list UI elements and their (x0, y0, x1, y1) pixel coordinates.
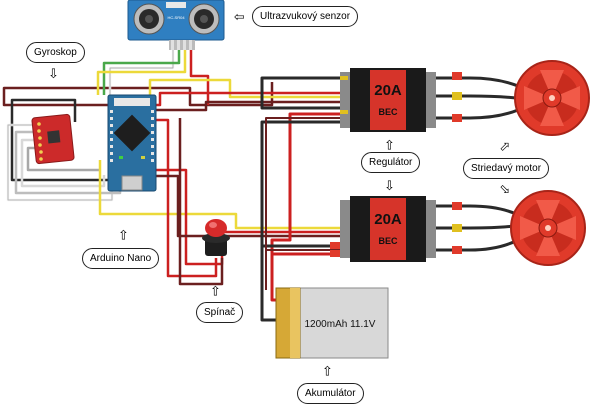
arrow-battery: ⇩ (322, 363, 333, 378)
wire-gyro-grey-3 (20, 138, 106, 188)
switch-button (202, 219, 230, 256)
esc-bottom-bec: BEC (378, 236, 398, 246)
gyroscope-module (31, 113, 75, 165)
arrow-gyroscope: ⇩ (48, 66, 59, 81)
label-ultrasonic-sensor: Ultrazvukový senzor (252, 6, 359, 27)
wire-dark-red-esc2 (150, 174, 358, 238)
wire-esc1-motor-c (436, 108, 519, 120)
arrow-regulator-up: ⇩ (384, 137, 395, 152)
wire-black-gyro-loop (10, 98, 108, 182)
esc-top: 20A BEC (340, 68, 436, 132)
label-switch: Spínač (196, 302, 244, 323)
motor-top (514, 60, 590, 136)
wire-esc2-motor-b (436, 224, 515, 230)
wire-battery-connector-black (260, 290, 276, 322)
wires (2, 50, 519, 322)
wire-yellow-esc2 (98, 160, 358, 230)
ultrasonic-sensor: HC-SR04 (127, 0, 225, 50)
wire-sensor-red (189, 50, 210, 105)
label-motor: Striedavý motor (463, 158, 550, 179)
arrow-arduino-nano: ⇩ (118, 227, 129, 242)
wire-sensor-grey-edge (109, 50, 174, 95)
arrow-regulator-down: ⇩ (384, 178, 395, 193)
wire-battery-red-2 (270, 252, 340, 290)
battery: 1200mAh 11.1V (275, 287, 389, 359)
arrow-ultrasonic-sensor: ⇩ (231, 11, 247, 23)
wire-red-switch (150, 118, 218, 278)
wire-dark-red-outer (2, 82, 274, 107)
esc-top-connectors (452, 72, 462, 122)
wire-battery-darkred-top (260, 76, 340, 110)
wire-red-esc1 (155, 91, 358, 107)
esc-bottom-current: 20A (374, 211, 402, 228)
wire-battery-connector-red (270, 290, 276, 302)
sensor-marking: HC-SR04 (167, 15, 185, 20)
esc-top-current: 20A (374, 82, 402, 99)
esc-bottom: 20A BEC (340, 196, 436, 262)
wire-esc2-motor-c (436, 238, 519, 252)
wire-esc1-motor-b (436, 94, 517, 100)
arrow-switch: ⇩ (210, 283, 221, 298)
wire-gyro-grey-1 (7, 124, 113, 201)
esc-bottom-connectors (330, 202, 462, 257)
motor-bottom (510, 190, 586, 266)
label-battery: Akumulátor (297, 383, 364, 404)
wire-yellow-esc1 (148, 78, 358, 100)
label-regulator: Regulátor (361, 152, 421, 173)
wire-gyro-grey-4 (26, 146, 100, 172)
label-gyroscope: Gyroskop (26, 42, 85, 63)
label-arduino-nano: Arduino Nano (82, 248, 160, 269)
wire-dark-red-esc1 (150, 100, 358, 112)
battery-spec: 1200mAh 11.1V (305, 319, 376, 330)
wire-esc2-motor-a (436, 204, 517, 216)
esc-top-bec: BEC (378, 107, 398, 117)
wire-esc1-motor-a (436, 76, 519, 88)
wire-battery-darkred-1 (265, 117, 340, 290)
wire-sensor-yellow (96, 50, 187, 95)
arduino-nano (107, 94, 157, 192)
wire-dark-red-switch (178, 118, 224, 286)
wire-sensor-green (102, 50, 181, 95)
wire-battery-red-1 (270, 112, 340, 290)
wire-battery-black-1 (260, 120, 340, 290)
